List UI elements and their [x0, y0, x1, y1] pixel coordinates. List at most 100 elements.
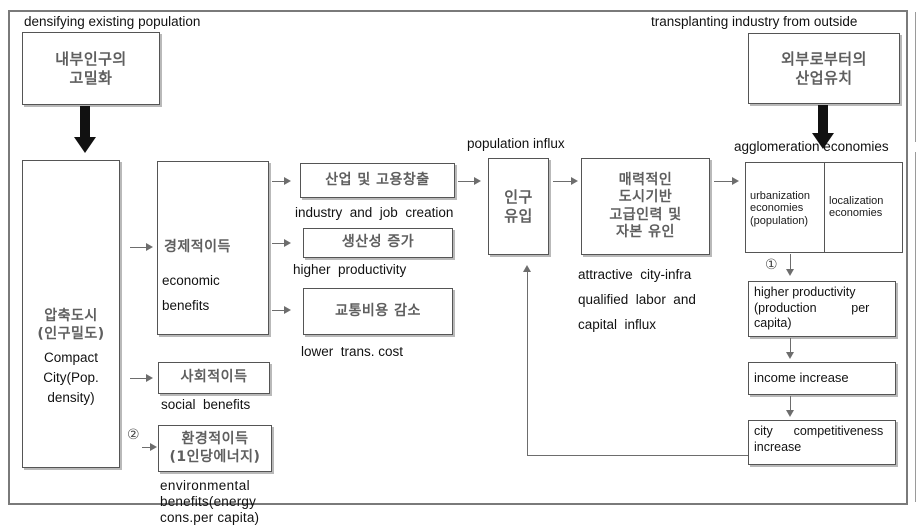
- node-higher-productivity-mid-en: higher productivity: [293, 262, 407, 277]
- node-compact-city-en-line2: City(Pop.: [43, 370, 99, 386]
- node-attractive-city-infra-en-line2: qualified labor and: [578, 292, 696, 307]
- arrow-head-economic-to-industry: [284, 177, 291, 185]
- arrow-line-economic-to-transport: [272, 310, 286, 311]
- arrow-head-influx-to-infra: [571, 177, 578, 185]
- node-social-benefits-en: social benefits: [161, 397, 251, 412]
- node-environmental-benefits-ko-line2: (1인당에너지): [169, 448, 261, 465]
- inner-right-divider: [915, 12, 916, 142]
- arrow-line-infra-to-agglomeration: [714, 181, 734, 182]
- arrow-line-economic-to-industry: [272, 181, 286, 182]
- node-higher-productivity-right-line3: capita): [754, 316, 792, 331]
- arrow-line-compact-to-social: [130, 378, 148, 379]
- arrow-head-agglomeration-to-productivity: [786, 269, 794, 276]
- node-industry-job-creation-en: industry and job creation: [295, 205, 454, 220]
- node-internal-densification: 내부인구의 고밀화: [22, 32, 160, 105]
- node-higher-productivity-right: higher productivity (production per capi…: [748, 281, 896, 337]
- arrow-head-infra-to-agglomeration: [732, 177, 739, 185]
- node-attractive-city-infra-line2: 도시기반: [618, 189, 673, 205]
- node-population-influx-line1: 인구: [504, 187, 533, 206]
- outer-frame-bottom: [372, 501, 908, 505]
- node-environmental-benefits-en-line1: environmental: [160, 478, 250, 493]
- label-transplanting-industry: transplanting industry from outside: [651, 14, 858, 29]
- node-lower-transport-cost-ko: 교통비용 감소: [335, 302, 421, 319]
- arrow-head-economic-to-transport: [284, 306, 291, 314]
- node-social-benefits-ko: 사회적이득: [180, 369, 248, 386]
- node-higher-productivity-mid-ko: 생산성 증가: [341, 234, 415, 251]
- node-attractive-city-infra-en-line1: attractive city-infra: [578, 267, 692, 282]
- block-arrow-down-left-head: [74, 137, 96, 153]
- arrow-head-income-to-competitiveness: [786, 410, 794, 417]
- node-compact-city-en-line1: Compact: [43, 350, 99, 366]
- node-external-industry-line2: 산업유치: [795, 68, 853, 87]
- block-arrow-down-right-head: [812, 133, 834, 149]
- node-localization-economies-line2: economies: [829, 207, 883, 220]
- node-economic-benefits-en-line2: benefits: [162, 298, 210, 313]
- node-economic-benefits: 경제적이득: [157, 161, 269, 335]
- arrow-head-compact-to-environmental: [150, 443, 157, 451]
- node-localization-economies-line1: localization: [829, 195, 884, 207]
- feedback-line-vertical: [527, 272, 528, 456]
- node-attractive-city-infra-line3: 고급인력 및: [609, 206, 682, 223]
- node-urbanization-economies-line3: (population): [750, 214, 809, 227]
- outer-frame-left: [8, 10, 376, 505]
- node-lower-transport-cost-en: lower trans. cost: [301, 344, 404, 359]
- arrow-line-agglomeration-to-productivity: [790, 254, 791, 271]
- node-attractive-city-infra-line4: 자본 유인: [616, 224, 675, 240]
- node-city-competitiveness-increase: city competitiveness increase: [748, 420, 896, 465]
- arrow-line-influx-to-infra: [553, 181, 573, 182]
- arrow-line-economic-to-productivity: [272, 243, 286, 244]
- node-environmental-benefits-en-line3: cons.per capita): [160, 510, 260, 525]
- node-city-competitiveness-line2: increase: [754, 439, 802, 454]
- feedback-line-horizontal: [527, 455, 827, 456]
- node-higher-productivity-mid: 생산성 증가: [303, 228, 453, 258]
- node-external-industry: 외부로부터의 산업유치: [748, 33, 900, 104]
- arrow-head-economic-to-productivity: [284, 239, 291, 247]
- node-attractive-city-infra-line1: 매력적인: [618, 171, 673, 188]
- outer-frame-right: [904, 10, 908, 505]
- label-population-influx: population influx: [467, 136, 565, 151]
- node-internal-densification-line1: 내부인구의: [55, 49, 127, 68]
- node-environmental-benefits: 환경적이득 (1인당에너지): [158, 425, 272, 472]
- arrow-line-industry-to-influx: [458, 181, 476, 182]
- node-compact-city-en-line3: density): [47, 390, 95, 406]
- node-higher-productivity-right-line1: higher productivity: [754, 285, 856, 299]
- node-lower-transport-cost: 교통비용 감소: [303, 288, 453, 335]
- node-compact-city-ko-line2: (인구밀도): [37, 325, 105, 342]
- arrow-head-compact-to-economic: [146, 243, 153, 251]
- node-compact-city-ko-line1: 압축도시: [44, 308, 98, 325]
- arrow-line-productivity-to-income: [790, 338, 791, 354]
- feedback-arrow-head: [523, 265, 531, 272]
- block-arrow-down-left-stem: [80, 106, 90, 139]
- marker-two: ②: [127, 427, 140, 443]
- node-attractive-city-infra-en-line3: capital influx: [578, 317, 657, 332]
- block-arrow-down-right-stem: [818, 105, 828, 135]
- arrow-line-compact-to-economic: [130, 247, 148, 248]
- arrow-head-productivity-to-income: [786, 352, 794, 359]
- node-economic-benefits-ko: 경제적이득: [164, 239, 231, 256]
- inner-right-divider-2: [915, 152, 916, 502]
- node-industry-job-creation-ko: 산업 및 고용창출: [325, 171, 430, 188]
- label-densifying-existing-population: densifying existing population: [24, 14, 201, 29]
- node-attractive-city-infra: 매력적인 도시기반 고급인력 및 자본 유인: [581, 158, 710, 255]
- node-population-influx: 인구 유입: [488, 158, 549, 255]
- node-city-competitiveness-line1: city competitiveness: [754, 424, 884, 438]
- node-urbanization-economies-line1: urbanization: [750, 190, 810, 202]
- node-environmental-benefits-ko-line1: 환경적이득: [181, 431, 249, 447]
- node-economic-benefits-en-line1: economic: [162, 273, 220, 288]
- node-external-industry-line1: 외부로부터의: [781, 49, 867, 68]
- arrow-line-compact-to-environmental: [142, 447, 152, 448]
- marker-one: ①: [765, 257, 778, 273]
- node-income-increase-text: income increase: [754, 370, 849, 386]
- node-environmental-benefits-en-line2: benefits(energy: [160, 494, 257, 509]
- label-agglomeration-economies: agglomeration economies: [734, 139, 889, 154]
- node-industry-job-creation: 산업 및 고용창출: [300, 163, 455, 198]
- node-social-benefits: 사회적이득: [158, 362, 270, 394]
- arrow-head-industry-to-influx: [474, 177, 481, 185]
- node-income-increase: income increase: [748, 362, 896, 395]
- node-compact-city: 압축도시 (인구밀도) Compact City(Pop. density): [22, 160, 120, 468]
- node-urbanization-economies-line2: economies: [750, 202, 804, 215]
- outer-frame-top: [372, 10, 908, 14]
- agglomeration-divider: [824, 162, 825, 253]
- node-population-influx-line2: 유입: [504, 206, 533, 225]
